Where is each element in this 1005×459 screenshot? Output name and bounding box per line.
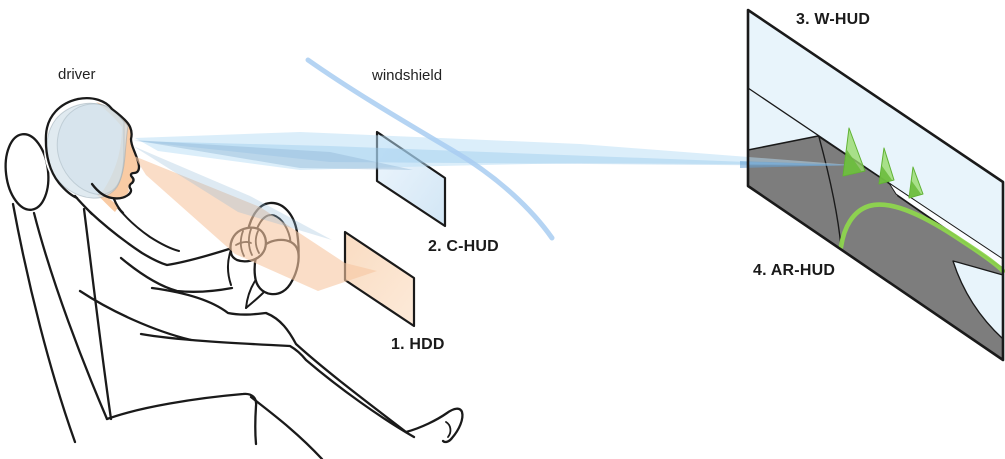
thigh-bottom-and-shin [139, 332, 416, 439]
arm-bottom-edge [119, 256, 234, 293]
scene-gaze-beam-focus-line [740, 161, 852, 168]
face-profile [76, 97, 141, 200]
hdd-panel [343, 230, 416, 328]
driver-label: driver [58, 66, 96, 83]
seat-cushion [105, 392, 258, 446]
foot [404, 407, 464, 444]
nape-to-shoulder [73, 194, 94, 216]
driver-head [44, 98, 140, 212]
hdd-label: 1. HDD [391, 336, 445, 353]
far-leg-shin [249, 395, 324, 459]
ar-arrow-large [842, 127, 866, 177]
collar-line [114, 203, 180, 252]
seat-back-right-edge [32, 211, 109, 421]
chud-label: 2. C-HUD [428, 238, 499, 255]
seat-back-left-edge [11, 202, 77, 444]
scene-panel-border [746, 8, 1005, 362]
skull-outline [44, 97, 80, 200]
whud-label: 3. W-HUD [796, 11, 871, 28]
headrest [4, 133, 50, 211]
windshield-label: windshield [372, 67, 443, 84]
neck-front [112, 197, 125, 215]
thigh-top-and-shin [150, 286, 408, 434]
wheel-column-2 [245, 292, 264, 309]
arhud-label: 4. AR-HUD [753, 262, 836, 279]
toe-line [445, 421, 452, 438]
head-overlay-inner [56, 103, 125, 195]
gaze-beams [133, 132, 852, 291]
forehead-skin [96, 102, 131, 139]
jaw-line [90, 182, 114, 200]
ar-arrows [842, 127, 924, 199]
chud-gaze-beam [133, 140, 413, 170]
hdd-gaze-beam-blue-tint [133, 146, 332, 240]
wheel-column [245, 280, 256, 309]
windshield-curve [305, 57, 555, 241]
ar-route-line [838, 202, 1005, 274]
chest-line [78, 289, 193, 342]
ar-arrow-small [908, 166, 924, 199]
driver-seat [4, 133, 258, 446]
whud-scene-panel [747, 10, 1005, 361]
road-edge-line [818, 136, 842, 248]
scene-gaze-beam-core [135, 141, 852, 166]
torso-back [82, 207, 113, 421]
ar-arrow-medium [878, 147, 895, 185]
hdd-gaze-beam-orange [134, 156, 377, 291]
scene-gaze-beam-wide [135, 132, 852, 170]
